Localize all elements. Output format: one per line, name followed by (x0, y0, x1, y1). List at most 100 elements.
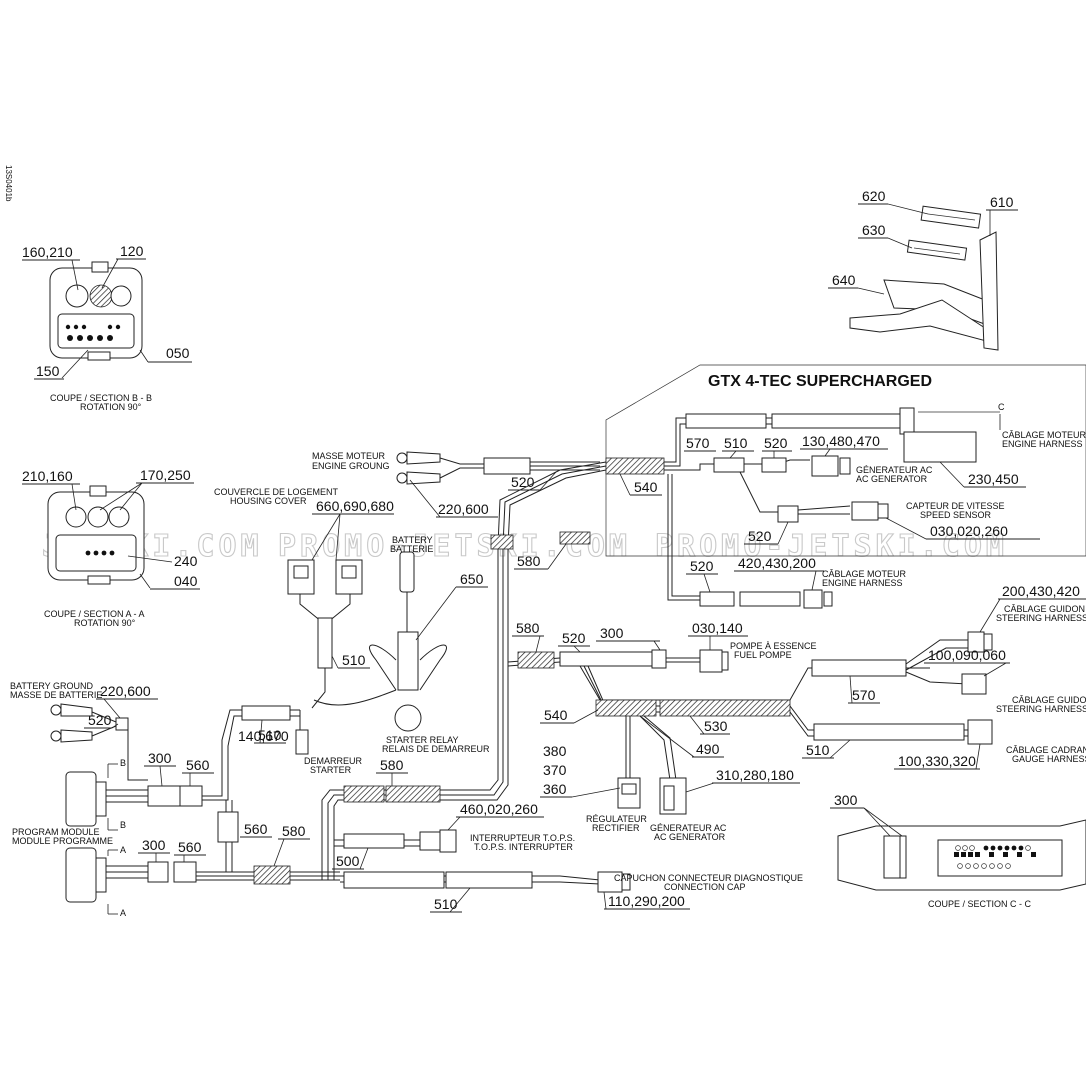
section-bb-rotation: ROTATION 90° (80, 402, 142, 412)
tops-fr: INTERRUPTEUR T.O.P.S. (470, 833, 575, 843)
callout-230450: 230,450 (968, 471, 1019, 487)
callout-520-sensor: 520 (748, 528, 772, 544)
callout-460020260: 460,020,260 (460, 801, 538, 817)
callout-510-starter: 510 (258, 727, 282, 743)
callout-580-mid: 580 (516, 620, 540, 636)
callout-200430420: 200,430,420 (1002, 583, 1080, 599)
engine-harness-en: ENGINE HARNESS (1002, 439, 1083, 449)
mark-c: C (998, 402, 1005, 412)
callout-360: 360 (543, 781, 567, 797)
mark-a: A (120, 845, 126, 855)
program-module-fr: MODULE PROGRAMME (12, 836, 113, 846)
gauge-en: GAUGE HARNESS (1012, 754, 1086, 764)
callout-560-b: 560 (244, 821, 268, 837)
starter-en: STARTER (310, 765, 352, 775)
starter-fr: DEMARREUR (304, 756, 363, 766)
callout-030020260: 030,020,260 (930, 523, 1008, 539)
battery-cable (313, 551, 447, 732)
section-aa-label: COUPE / SECTION A - A (44, 609, 145, 619)
callout-660690680: 660,690,680 (316, 498, 394, 514)
speed-sensor-fr: CAPTEUR DE VITESSE (906, 501, 1005, 511)
callout-650: 650 (460, 571, 484, 587)
steering1-en: STEERING HARNESS (996, 613, 1086, 623)
callout-520-batt: 520 (88, 712, 112, 728)
starter-relay-en: STARTER RELAY (386, 735, 459, 745)
callout-580-low: 580 (380, 757, 404, 773)
callout-170250: 170,250 (140, 467, 191, 483)
ac-gen-fr: GÉNERATEUR AC (856, 465, 933, 475)
steering-gauge-branch (579, 631, 993, 745)
callout-300-b: 300 (142, 837, 166, 853)
engine-harness2-fr: CÂBLAGE MOTEUR (822, 569, 907, 579)
doc-id: 13S0401b (4, 165, 13, 202)
engine-ground-terminals (396, 451, 600, 485)
tops-en: T.O.P.S. INTERRUPTER (474, 842, 573, 852)
speed-sensor-en: SPEED SENSOR (920, 510, 992, 520)
callout-120: 120 (120, 243, 144, 259)
section-bb-label: COUPE / SECTION B - B (50, 393, 152, 403)
steering2-en: STEERING HARNESS (996, 704, 1086, 714)
callout-220600-batt: 220,600 (100, 683, 151, 699)
connector-section-bb (49, 261, 143, 361)
callout-160210: 160,210 (22, 244, 73, 260)
callout-510-right: 510 (806, 742, 830, 758)
diagram-title: GTX 4-TEC SUPERCHARGED (708, 373, 932, 390)
regulator-fr: RÉGULATEUR (586, 814, 647, 824)
junction-upper (605, 407, 1000, 609)
fuel-pump-branch (507, 649, 729, 673)
steering2-fr: CÂBLAGE GUIDON (1012, 695, 1086, 705)
callout-540-mid: 540 (544, 707, 568, 723)
callout-380: 380 (543, 743, 567, 759)
regulator-en: RECTIFIER (592, 823, 640, 833)
battery-fr: BATTERY (392, 535, 433, 545)
housing-cover-en: HOUSING COVER (230, 496, 307, 506)
battery-ground-en: BATTERY GROUND (10, 681, 94, 691)
housing-cover-connectors (287, 559, 363, 709)
battery-en: BATTERIE (390, 544, 433, 554)
regulator-generator (617, 715, 687, 815)
callout-630: 630 (862, 222, 886, 238)
engine-harness2-en: ENGINE HARNESS (822, 578, 903, 588)
callout-500: 500 (336, 853, 360, 869)
steering1-fr: CÂBLAGE GUIDON (1004, 604, 1085, 614)
callout-110290200: 110,290,200 (608, 893, 685, 909)
callout-580-top: 580 (517, 553, 541, 569)
gauge-fr: CÂBLAGE CADRAN (1006, 745, 1086, 755)
callout-030140: 030,140 (692, 620, 743, 636)
callout-050: 050 (166, 345, 190, 361)
callout-520-fuel: 520 (562, 630, 586, 646)
callout-300-fuel: 300 (600, 625, 624, 641)
callout-560-a: 560 (186, 757, 210, 773)
callout-310280180: 310,280,180 (716, 767, 794, 783)
callout-620: 620 (862, 188, 886, 204)
battery-ground-fr: MASSE DE BATTERIE (10, 690, 102, 700)
ac-gen-en: AC GENERATOR (856, 474, 928, 484)
callout-240: 240 (174, 553, 198, 569)
housing-cover-fr: COUVERCLE DE LOGEMENT (214, 487, 339, 497)
battery-ground (50, 703, 148, 781)
callout-130480470: 130,480,470 (802, 433, 880, 449)
engine-harness-fr: CÂBLAGE MOTEUR (1002, 430, 1086, 440)
module-cover-assembly (849, 205, 999, 351)
callout-370: 370 (543, 762, 567, 778)
callout-580-b: 580 (282, 823, 306, 839)
starter-relay-fr: RELAIS DE DEMARREUR (382, 744, 490, 754)
callout-520-engine2: 520 (690, 558, 714, 574)
inset-frame (605, 364, 1086, 557)
callout-520-mid: 520 (764, 435, 788, 451)
callout-420430200: 420,430,200 (738, 555, 816, 571)
callout-220600-top: 220,600 (438, 501, 489, 517)
mark-b: B (120, 758, 126, 768)
callout-510-relay: 510 (342, 652, 366, 668)
callout-490: 490 (696, 741, 720, 757)
mark-b2: B (120, 820, 126, 830)
callout-210160: 210,160 (22, 468, 73, 484)
fuel-pump-en: FUEL POMPE (734, 650, 792, 660)
section-cc-label: COUPE / SECTION C - C (928, 899, 1032, 909)
callout-300-a: 300 (148, 750, 172, 766)
callout-300-section: 300 (834, 792, 858, 808)
lower-branches (334, 785, 631, 893)
callout-100330320: 100,330,320 (898, 753, 976, 769)
connector-section-aa (47, 485, 145, 585)
